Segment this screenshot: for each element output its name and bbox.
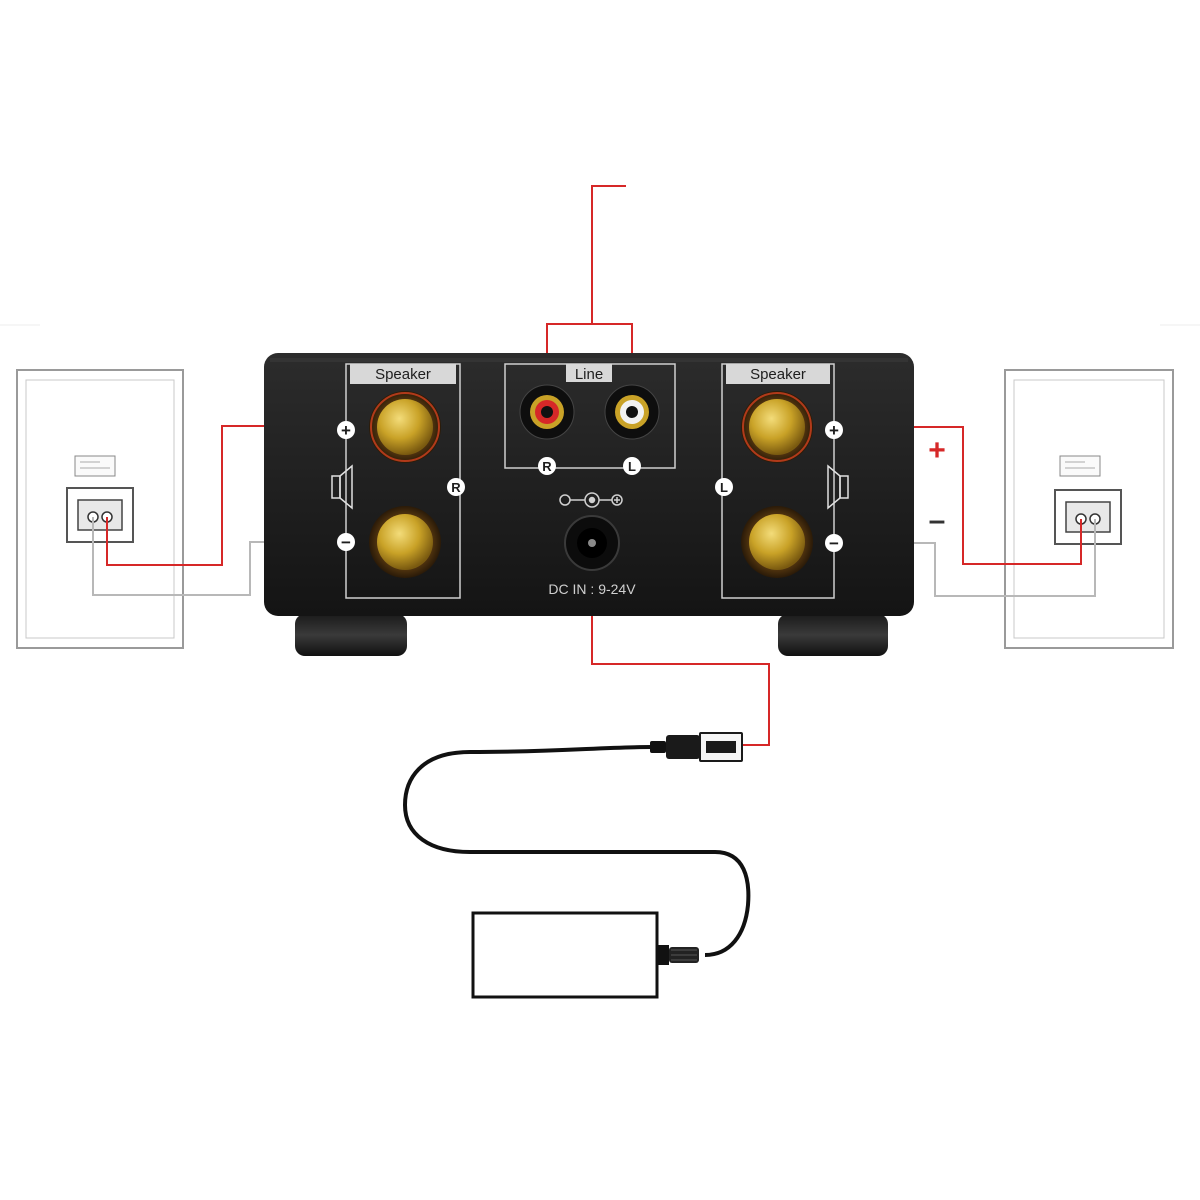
right-positive-wire (834, 426, 1082, 565)
left-positive-wire (106, 425, 346, 566)
rca-right-jack[interactable] (519, 384, 575, 440)
right-plus-marker: + (341, 421, 351, 440)
dc-polarity-icon (559, 492, 623, 508)
left-speaker-panel-title: Speaker (750, 366, 806, 383)
right-speaker-panel: Speaker + − R (331, 363, 465, 599)
left-speaker-panel: Speaker + − L (715, 363, 849, 599)
rca-right-letter: R (542, 459, 552, 474)
right-speaker (1004, 369, 1174, 649)
line-input-panel: Line R L (504, 363, 676, 475)
right-speaker-spec-label (1059, 455, 1101, 477)
power-cable (402, 745, 751, 957)
usb-plug-icon[interactable] (650, 732, 743, 762)
left-channel-letter: L (720, 480, 728, 495)
dc-input-label: DC IN : 9-24V (548, 581, 636, 597)
right-speaker-panel-title: Speaker (375, 366, 431, 383)
dc-power-wire (591, 545, 770, 746)
left-speaker-spec-label (74, 455, 116, 477)
polarity-plus-label: + (928, 434, 946, 467)
left-speaker (16, 369, 184, 649)
line-panel-title: Line (575, 366, 603, 383)
left-foot (295, 614, 407, 656)
amplifier-body (264, 353, 914, 616)
left-negative-binding-post[interactable] (741, 506, 813, 578)
right-minus-marker: − (341, 533, 351, 552)
power-adapter-icon (471, 911, 699, 999)
left-positive-binding-post[interactable] (741, 391, 813, 463)
dc-input-jack[interactable] (564, 515, 620, 571)
right-foot (778, 614, 888, 656)
right-channel-letter: R (451, 480, 461, 495)
rca-left-letter: L (628, 459, 636, 474)
right-positive-binding-post[interactable] (369, 391, 441, 463)
left-minus-marker: − (829, 534, 839, 553)
amplifier: Speaker + − R (264, 353, 914, 656)
speaker-symbol-icon (827, 464, 849, 510)
right-negative-binding-post[interactable] (369, 506, 441, 578)
polarity-minus-label: – (929, 504, 946, 537)
rca-input-wire (591, 185, 626, 324)
speaker-symbol-icon (331, 464, 353, 510)
left-plus-marker: + (829, 421, 839, 440)
rca-left-jack[interactable] (604, 384, 660, 440)
